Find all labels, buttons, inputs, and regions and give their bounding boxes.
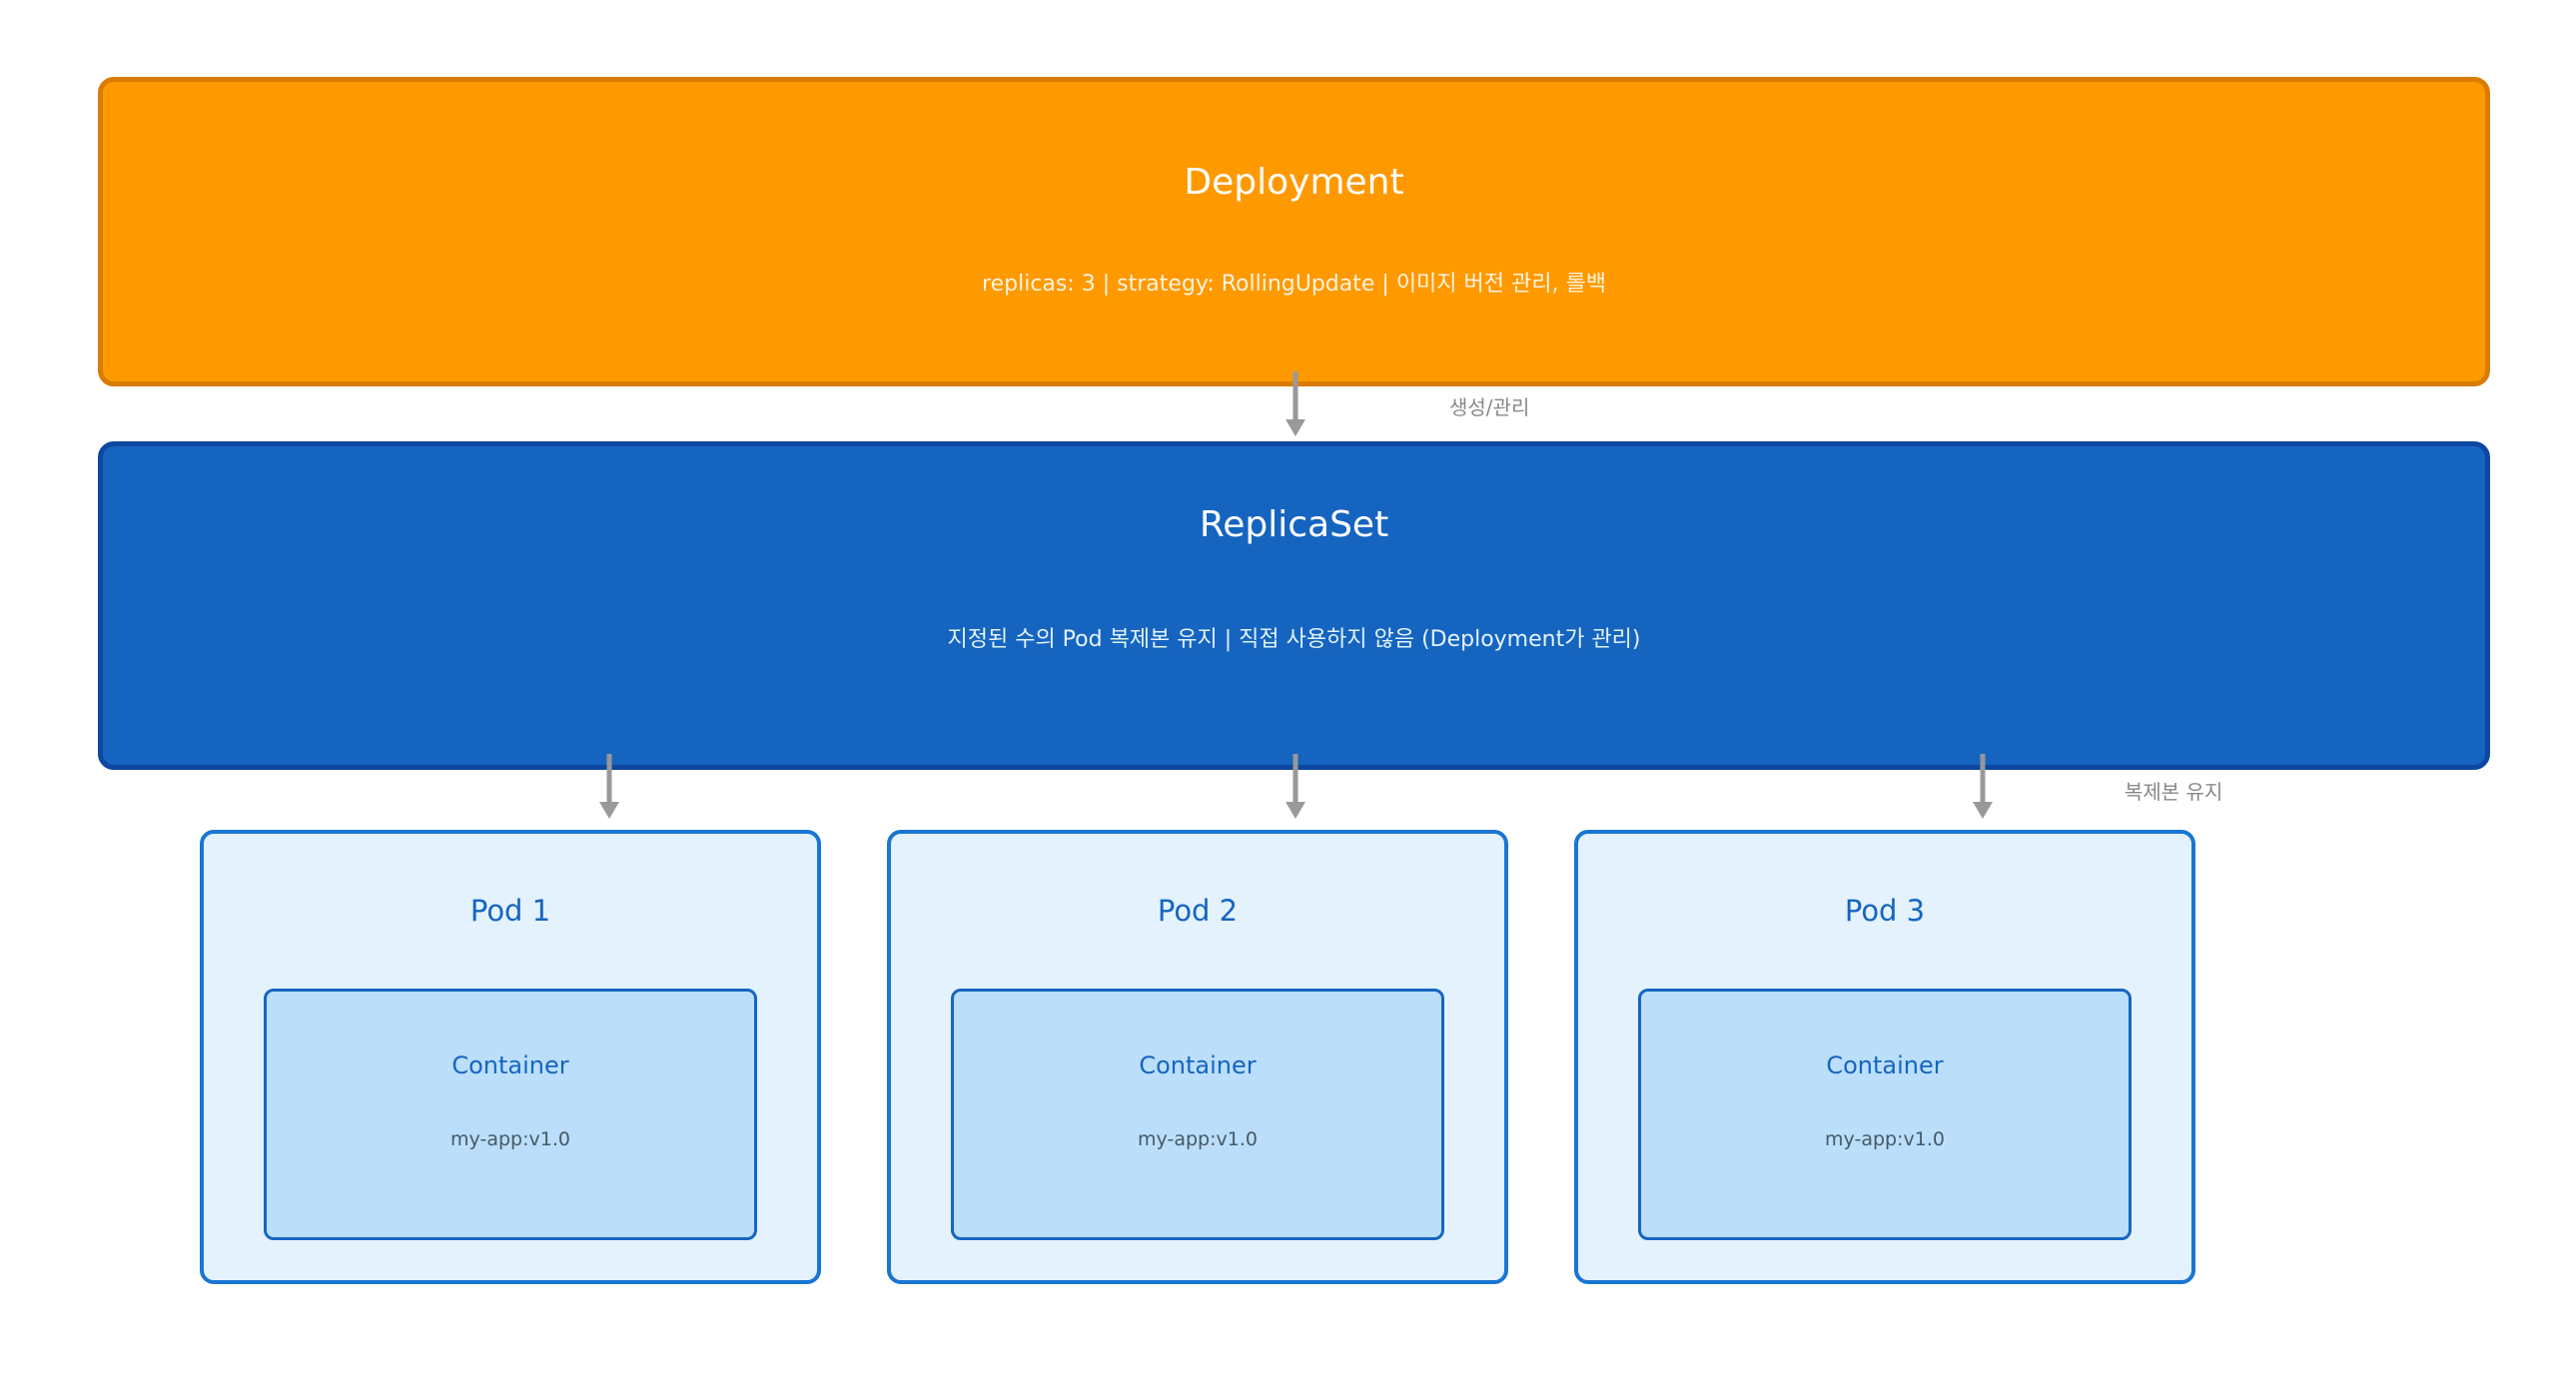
arrowhead-down (1286, 802, 1305, 819)
container-title: Container (451, 1051, 569, 1079)
container-box: Container my-app:v1.0 (951, 989, 1444, 1240)
edge-label-create-manage: 생성/관리 (1449, 395, 1530, 419)
deployment-subtitle: replicas: 3 | strategy: RollingUpdate | … (982, 272, 1606, 297)
container-title: Container (1826, 1051, 1944, 1079)
container-title: Container (1139, 1051, 1257, 1079)
pod-2: Pod 2 Container my-app:v1.0 (887, 830, 1508, 1284)
pod-title: Pod 3 (1844, 894, 1926, 928)
arrowhead-down (1973, 802, 1993, 819)
container-box: Container my-app:v1.0 (264, 989, 757, 1240)
deployment-title: Deployment (1184, 162, 1404, 203)
deployment-box: Deployment replicas: 3 | strategy: Rolli… (98, 77, 2490, 386)
pod-title: Pod 2 (1157, 894, 1239, 928)
replicaset-title: ReplicaSet (1199, 504, 1389, 545)
container-box: Container my-app:v1.0 (1638, 989, 2132, 1240)
pod-3: Pod 3 Container my-app:v1.0 (1574, 830, 2195, 1284)
container-image: my-app:v1.0 (1825, 1128, 1945, 1150)
replicaset-box: ReplicaSet 지정된 수의 Pod 복제본 유지 | 직접 사용하지 않… (98, 441, 2490, 770)
pod-1: Pod 1 Container my-app:v1.0 (200, 830, 821, 1284)
replicaset-subtitle: 지정된 수의 Pod 복제본 유지 | 직접 사용하지 않음 (Deployme… (947, 627, 1641, 652)
edge-label-maintain-replicas: 복제본 유지 (2125, 780, 2223, 804)
container-image: my-app:v1.0 (450, 1128, 570, 1150)
arrowhead-down (1286, 419, 1305, 436)
pod-title: Pod 1 (469, 894, 551, 928)
container-image: my-app:v1.0 (1138, 1128, 1258, 1150)
arrowhead-down (599, 802, 619, 819)
